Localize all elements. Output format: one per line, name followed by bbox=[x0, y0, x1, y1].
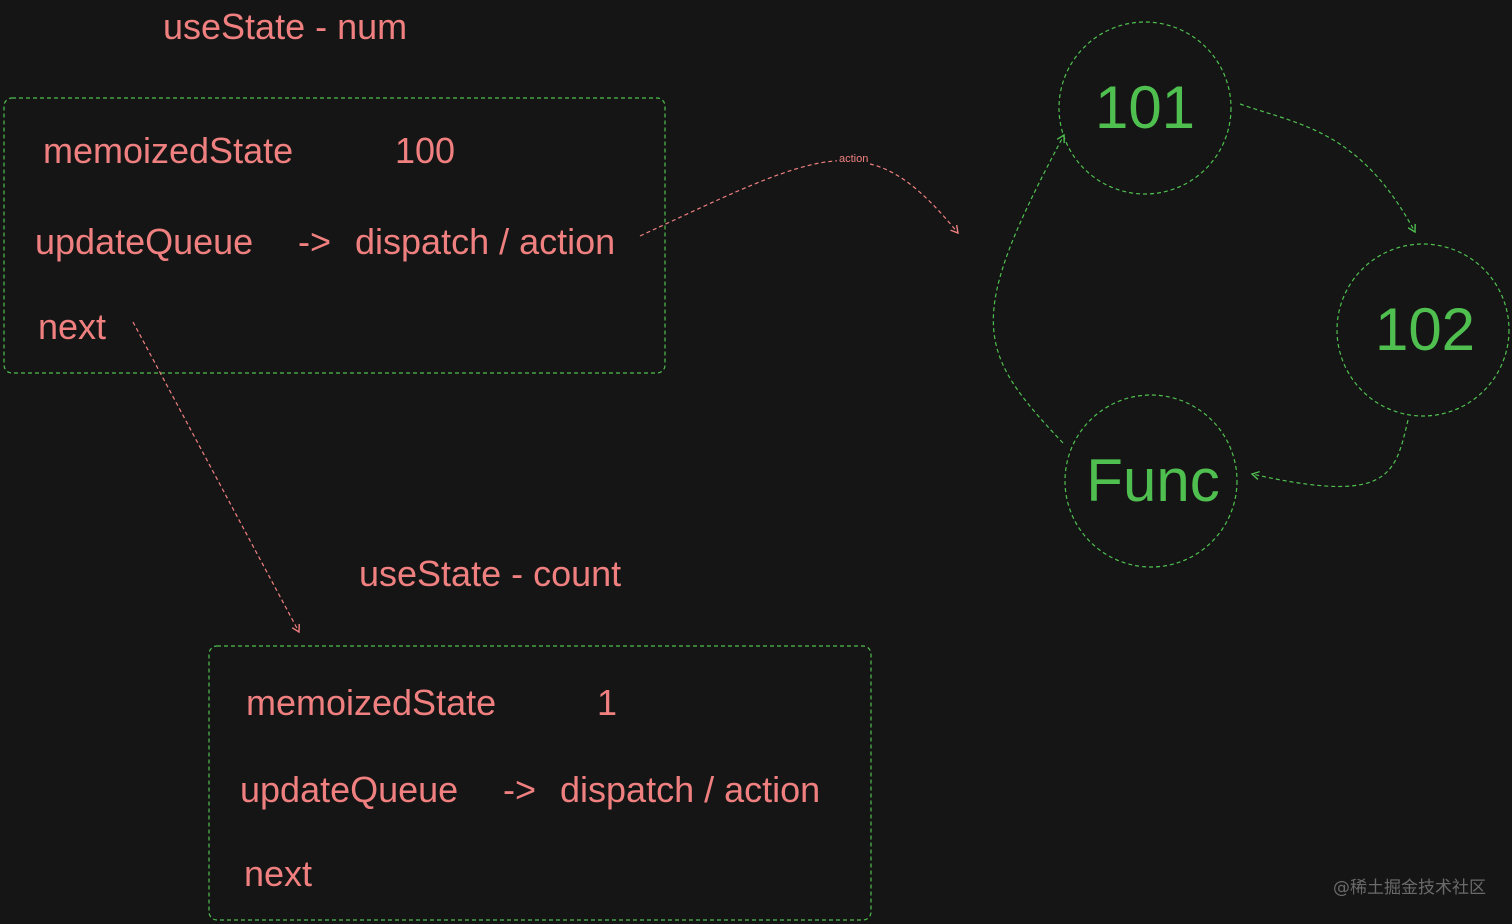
node-102-circle bbox=[1336, 243, 1510, 417]
hook-num-box bbox=[3, 97, 666, 374]
edge-102-to-func bbox=[1250, 419, 1409, 487]
edge-101-to-102 bbox=[1239, 103, 1416, 234]
hook-num-memoized-value: 100 bbox=[395, 130, 456, 171]
hook-num-queue-value: dispatch / action bbox=[355, 221, 616, 262]
node-func-circle bbox=[1064, 394, 1238, 568]
watermark: @稀土掘金技术社区 bbox=[1333, 878, 1486, 898]
hook-count-arrow: -> bbox=[503, 769, 537, 810]
node-101-label: 101 bbox=[1094, 74, 1196, 141]
edge-action-label: action bbox=[837, 153, 871, 165]
node-func-label: Func bbox=[1086, 447, 1220, 514]
hook-count-queue-label: updateQueue bbox=[240, 769, 459, 810]
hook-num-arrow: -> bbox=[298, 221, 332, 262]
hook-num-memoized-label: memoizedState bbox=[43, 130, 294, 171]
hook-count-queue-value: dispatch / action bbox=[560, 769, 821, 810]
hook-count-memoized-value: 1 bbox=[597, 682, 618, 723]
hook-count-title: useState - count bbox=[359, 553, 622, 594]
hook-count-memoized-label: memoizedState bbox=[246, 682, 497, 723]
hook-num-queue-label: updateQueue bbox=[35, 221, 254, 262]
edge-next-to-hook-count bbox=[132, 321, 300, 634]
hook-count-next-label: next bbox=[244, 853, 313, 894]
edge-dispatch-to-cycle bbox=[639, 160, 959, 237]
node-102-label: 102 bbox=[1374, 296, 1476, 363]
edge-func-to-101 bbox=[992, 133, 1065, 444]
hook-count-box bbox=[208, 645, 872, 921]
hook-num-next-label: next bbox=[38, 306, 107, 347]
node-101-circle bbox=[1058, 21, 1232, 195]
hook-num-title: useState - num bbox=[163, 6, 408, 47]
